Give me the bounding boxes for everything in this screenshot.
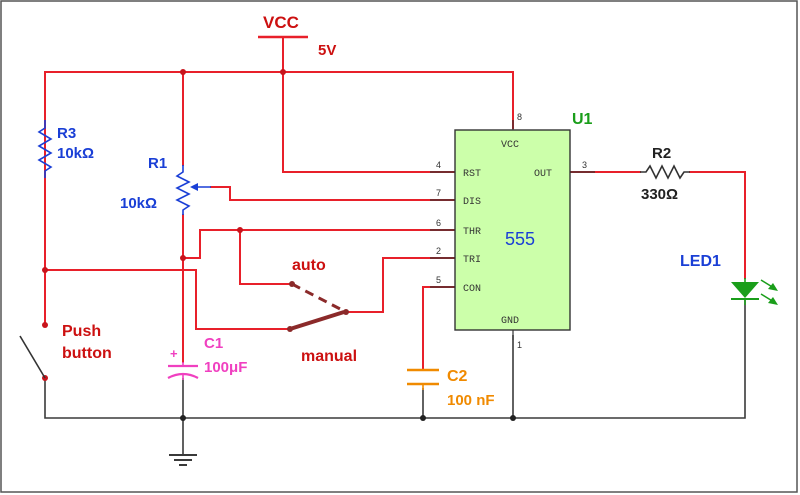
pin-rst-name: RST	[463, 169, 481, 180]
pin-7-num: 7	[436, 188, 441, 198]
pin-4-num: 4	[436, 160, 441, 170]
vcc-source: VCC 5V	[258, 13, 336, 59]
r1-ref: R1	[148, 155, 167, 172]
r2-value: 330Ω	[641, 186, 678, 203]
pin-1-num: 1	[517, 340, 522, 350]
pin-con-name: CON	[463, 284, 481, 295]
ic-555: U1 555 VCC RST OUT DIS THR TRI CON GND 8…	[430, 111, 595, 350]
pin-vcc-name: VCC	[501, 140, 519, 151]
c2-ref: C2	[447, 368, 468, 385]
c1-polarity: +	[170, 346, 178, 361]
pin-2-num: 2	[436, 246, 441, 256]
led1-ref: LED1	[680, 253, 721, 270]
potentiometer-r1: R1 10kΩ	[120, 155, 211, 215]
pin-6-num: 6	[436, 218, 441, 228]
switch-manual-label: manual	[301, 348, 357, 365]
push-button: Push button	[19, 322, 112, 381]
pushbutton-line2: button	[62, 345, 112, 362]
c1-value: 100μF	[204, 359, 247, 376]
r2-ref: R2	[652, 145, 671, 162]
r1-value: 10kΩ	[120, 195, 157, 212]
ic-ref: U1	[572, 111, 593, 128]
r3-value: 10kΩ	[57, 145, 94, 162]
mode-switch: auto manual	[287, 257, 357, 365]
pin-gnd-name: GND	[501, 316, 519, 327]
pin-3-num: 3	[582, 160, 587, 170]
ground-icon	[169, 454, 197, 466]
resistor-r2: R2 330Ω	[640, 145, 690, 203]
pin-out-name: OUT	[534, 169, 552, 180]
pin-thr-name: THR	[463, 227, 481, 238]
capacitor-c2: C2 100 nF	[407, 368, 495, 409]
c2-value: 100 nF	[447, 392, 495, 409]
pin-dis-name: DIS	[463, 197, 481, 208]
ic-type: 555	[505, 229, 535, 249]
pushbutton-line1: Push	[62, 323, 101, 340]
led1: LED1	[680, 253, 778, 305]
vcc-voltage: 5V	[318, 42, 336, 59]
resistor-r3: R3 10kΩ	[37, 120, 94, 178]
pin-8-num: 8	[517, 112, 522, 122]
vcc-label: VCC	[263, 13, 299, 32]
r3-ref: R3	[57, 125, 76, 142]
capacitor-c1: + C1 100μF	[167, 335, 247, 380]
junctions	[42, 69, 516, 421]
ground-wires	[44, 300, 746, 455]
switch-auto-label: auto	[292, 257, 326, 274]
pin-tri-name: TRI	[463, 255, 481, 266]
pin-5-num: 5	[436, 275, 441, 285]
c1-ref: C1	[204, 335, 223, 352]
